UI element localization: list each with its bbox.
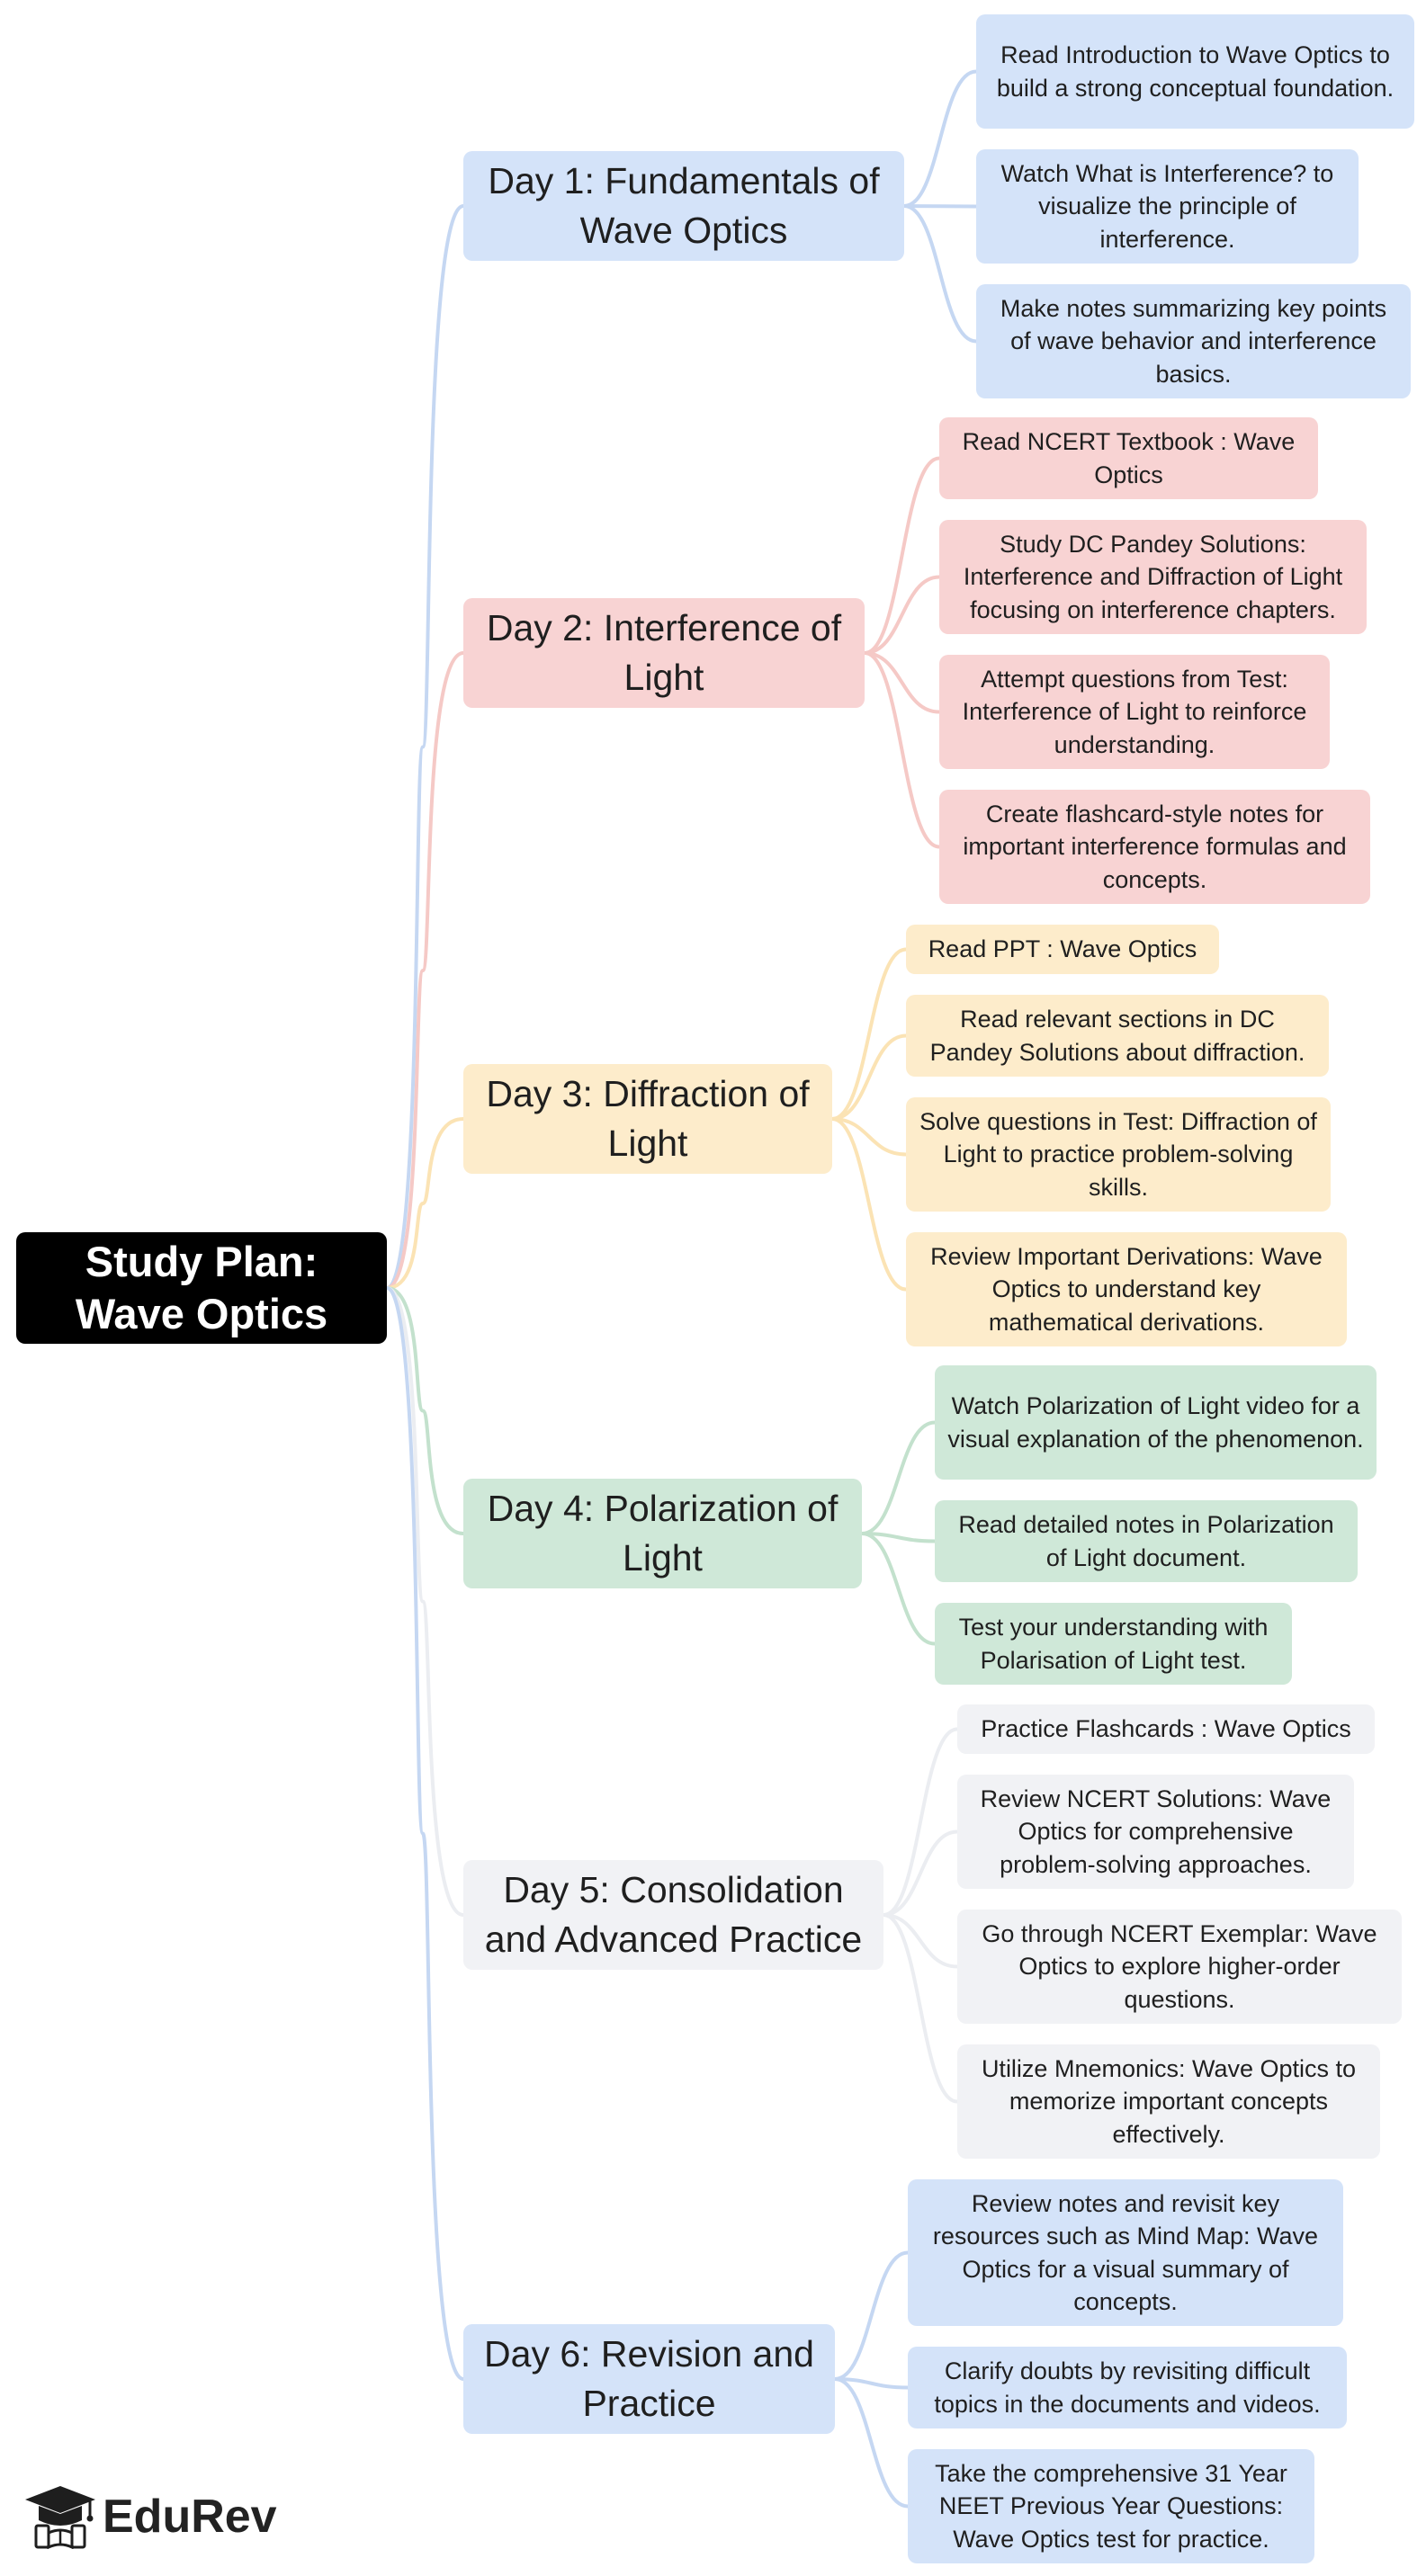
- day-1-task-2[interactable]: Watch What is Interference? to visualize…: [976, 149, 1359, 264]
- task-text: Clarify doubts by revisiting difficult t…: [934, 2357, 1321, 2418]
- day-3-task-3-connector: [830, 1117, 908, 1157]
- task-text: Watch Polarization of Light video for a …: [947, 1392, 1364, 1453]
- edurev-logo: EduRev: [23, 2484, 277, 2549]
- day-1-task-3[interactable]: Make notes summarizing key points of wav…: [976, 284, 1411, 398]
- day-3-node[interactable]: Day 3: Diffraction of Light: [463, 1064, 832, 1174]
- task-text: Study DC Pandey Solutions: Interference …: [963, 530, 1343, 623]
- day-1-task-1-connector: [902, 69, 978, 208]
- day-3-task-2-connector: [830, 1033, 908, 1121]
- day-5-task-3[interactable]: Go through NCERT Exemplar: Wave Optics t…: [957, 1910, 1402, 2024]
- task-text: Read PPT : Wave Optics: [928, 935, 1197, 963]
- day-6-task-2-connector: [833, 2377, 910, 2390]
- task-text: Attempt questions from Test: Interferenc…: [962, 665, 1307, 758]
- task-text: Review notes and revisit key resources s…: [932, 2189, 1319, 2316]
- day-2-task-3[interactable]: Attempt questions from Test: Interferenc…: [939, 655, 1330, 769]
- day-1-task-1[interactable]: Read Introduction to Wave Optics to buil…: [976, 14, 1414, 129]
- day-4-task-2[interactable]: Read detailed notes in Polarization of L…: [935, 1500, 1358, 1582]
- day-4-title: Day 4: Polarization of Light: [487, 1488, 839, 1579]
- day-5-task-3-connector: [882, 1913, 959, 1969]
- task-text: Utilize Mnemonics: Wave Optics to memori…: [981, 2054, 1357, 2148]
- day-5-task-2-connector: [882, 1829, 959, 1917]
- day-2-task-4[interactable]: Create flashcard-style notes for importa…: [939, 790, 1370, 904]
- root-to-day-1-connector: [386, 204, 464, 1290]
- task-text: Read relevant sections in DC Pandey Solu…: [929, 1006, 1305, 1066]
- day-3-task-1[interactable]: Read PPT : Wave Optics: [906, 925, 1219, 974]
- graduation-cap-icon: [25, 2486, 95, 2549]
- day-3-task-4[interactable]: Review Important Derivations: Wave Optic…: [906, 1232, 1347, 1346]
- day-1-title: Day 1: Fundamentals of Wave Optics: [488, 160, 880, 251]
- day-4-task-3[interactable]: Test your understanding with Polarisatio…: [935, 1603, 1292, 1685]
- root-to-day-4-connector: [386, 1286, 464, 1535]
- task-text: Read detailed notes in Polarization of L…: [958, 1511, 1334, 1571]
- root-to-day-2-connector: [386, 651, 464, 1290]
- day-5-node[interactable]: Day 5: Consolidation and Advanced Practi…: [463, 1860, 883, 1970]
- day-3-task-2[interactable]: Read relevant sections in DC Pandey Solu…: [906, 995, 1329, 1077]
- task-text: Create flashcard-style notes for importa…: [963, 800, 1347, 893]
- task-text: Read Introduction to Wave Optics to buil…: [996, 41, 1395, 102]
- root-to-day-6-connector: [386, 1286, 464, 2381]
- task-text: Make notes summarizing key points of wav…: [1000, 294, 1387, 388]
- day-3-task-1-connector: [830, 947, 908, 1121]
- task-text: Watch What is Interference? to visualize…: [1000, 159, 1334, 253]
- day-6-task-1-connector: [833, 2250, 910, 2381]
- task-text: Read NCERT Textbook : Wave Optics: [962, 428, 1296, 488]
- day-6-task-2[interactable]: Clarify doubts by revisiting difficult t…: [908, 2347, 1347, 2428]
- root-to-day-3-connector: [386, 1117, 464, 1290]
- day-3-task-4-connector: [830, 1117, 908, 1292]
- day-5-task-4[interactable]: Utilize Mnemonics: Wave Optics to memori…: [957, 2044, 1380, 2159]
- day-6-node[interactable]: Day 6: Revision and Practice: [463, 2324, 835, 2434]
- day-5-task-1-connector: [882, 1727, 959, 1917]
- day-1-node[interactable]: Day 1: Fundamentals of Wave Optics: [463, 151, 904, 261]
- day-4-task-2-connector: [860, 1532, 937, 1543]
- day-6-task-3[interactable]: Take the comprehensive 31 Year NEET Prev…: [908, 2449, 1314, 2563]
- day-3-task-3[interactable]: Solve questions in Test: Diffraction of …: [906, 1097, 1331, 1212]
- task-text: Practice Flashcards : Wave Optics: [981, 1715, 1351, 1743]
- day-4-task-1[interactable]: Watch Polarization of Light video for a …: [935, 1365, 1377, 1480]
- brand-name: EduRev: [103, 2491, 277, 2543]
- day-2-task-4-connector: [863, 651, 941, 849]
- day-1-task-2-connector: [902, 204, 978, 209]
- day-5-task-4-connector: [882, 1913, 959, 2104]
- day-4-node[interactable]: Day 4: Polarization of Light: [463, 1479, 862, 1588]
- day-2-node[interactable]: Day 2: Interference of Light: [463, 598, 865, 708]
- day-4-task-1-connector: [860, 1420, 937, 1535]
- day-2-task-1-connector: [863, 456, 941, 655]
- day-5-title: Day 5: Consolidation and Advanced Practi…: [484, 1869, 863, 1960]
- day-6-task-1[interactable]: Review notes and revisit key resources s…: [908, 2179, 1343, 2326]
- day-2-task-2[interactable]: Study DC Pandey Solutions: Interference …: [939, 520, 1367, 634]
- day-5-task-1[interactable]: Practice Flashcards : Wave Optics: [957, 1704, 1375, 1754]
- task-text: Review NCERT Solutions: Wave Optics for …: [980, 1784, 1332, 1878]
- day-4-task-3-connector: [860, 1532, 937, 1646]
- task-text: Review Important Derivations: Wave Optic…: [930, 1242, 1323, 1336]
- day-2-task-2-connector: [863, 575, 941, 655]
- day-1-task-3-connector: [902, 204, 978, 344]
- day-2-task-1[interactable]: Read NCERT Textbook : Wave Optics: [939, 417, 1318, 499]
- task-text: Test your understanding with Polarisatio…: [958, 1614, 1269, 1674]
- task-text: Solve questions in Test: Diffraction of …: [919, 1107, 1317, 1201]
- day-2-task-3-connector: [863, 651, 941, 714]
- root-label: Study Plan: Wave Optics: [75, 1238, 328, 1337]
- day-6-task-3-connector: [833, 2377, 910, 2509]
- task-text: Take the comprehensive 31 Year NEET Prev…: [935, 2459, 1287, 2553]
- root-to-day-5-connector: [386, 1286, 464, 1917]
- day-5-task-2[interactable]: Review NCERT Solutions: Wave Optics for …: [957, 1775, 1354, 1889]
- day-2-title: Day 2: Interference of Light: [486, 607, 842, 698]
- task-text: Go through NCERT Exemplar: Wave Optics t…: [982, 1919, 1377, 2013]
- root-node[interactable]: Study Plan: Wave Optics: [16, 1232, 387, 1344]
- day-3-title: Day 3: Diffraction of Light: [486, 1073, 810, 1164]
- day-6-title: Day 6: Revision and Practice: [484, 2333, 814, 2424]
